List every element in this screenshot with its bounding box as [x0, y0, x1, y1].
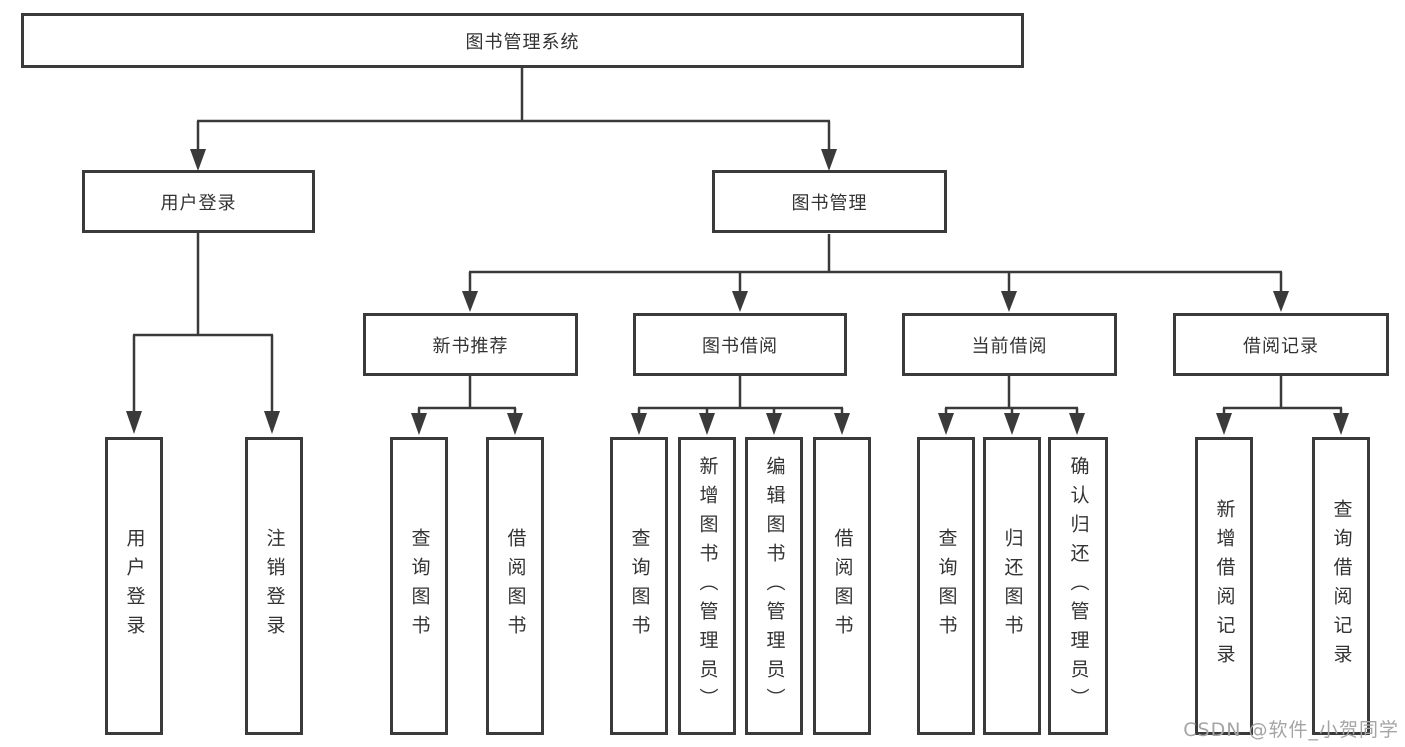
leaf-label: 查询图书 [408, 528, 431, 644]
node-label: 当前借阅 [971, 335, 1048, 357]
arrow-down-icon [834, 413, 850, 435]
node-user-login: 用户登录 [82, 170, 315, 233]
leaf-label: 查询借阅记录 [1330, 499, 1353, 673]
node-borrow-records: 借阅记录 [1173, 313, 1389, 376]
connector-line-group [132, 68, 1343, 416]
node-label: 新书推荐 [432, 335, 509, 357]
node-book-management: 图书管理 [712, 170, 947, 233]
node-current-borrow: 当前借阅 [902, 313, 1117, 376]
leaf-label: 新增借阅记录 [1213, 499, 1236, 673]
leaf-query-books-current: 查询图书 [917, 437, 975, 735]
node-library-management-system: 图书管理系统 [21, 13, 1024, 68]
arrow-down-icon [699, 413, 715, 435]
arrow-down-icon [1333, 413, 1349, 435]
leaf-label: 借阅图书 [504, 528, 527, 644]
arrow-down-icon [507, 413, 523, 435]
leaf-label: 编辑图书（管理员） [763, 455, 786, 717]
leaf-label: 用户登录 [123, 528, 146, 644]
arrow-down-icon [1001, 291, 1017, 312]
arrow-down-icon [462, 291, 478, 312]
leaf-label: 归还图书 [1001, 528, 1024, 644]
leaf-borrow-books-recommend: 借阅图书 [486, 437, 544, 735]
node-label: 借阅记录 [1243, 335, 1319, 357]
leaf-label: 查询图书 [935, 528, 958, 644]
arrow-down-icon [631, 413, 647, 435]
node-label: 图书管理 [791, 192, 868, 214]
leaf-confirm-return-admin: 确认归还（管理员） [1048, 437, 1108, 735]
leaf-user-login: 用户登录 [105, 437, 163, 735]
leaf-query-borrow-record: 查询借阅记录 [1312, 437, 1370, 735]
leaf-query-books-borrow: 查询图书 [610, 437, 668, 735]
arrow-down-icon [1273, 291, 1289, 312]
arrow-down-icon [938, 413, 954, 435]
leaf-label: 新增图书（管理员） [696, 455, 719, 717]
node-new-book-recommend: 新书推荐 [363, 313, 578, 376]
arrow-down-icon [821, 149, 837, 171]
node-label: 用户登录 [160, 192, 237, 214]
arrow-down-icon [411, 413, 427, 435]
arrow-down-icon [1069, 413, 1085, 435]
node-label: 图书管理系统 [465, 31, 580, 53]
leaf-add-book-admin: 新增图书（管理员） [678, 437, 736, 735]
leaf-query-books-recommend: 查询图书 [390, 437, 448, 735]
arrow-down-icon [126, 411, 142, 434]
node-book-borrow: 图书借阅 [633, 313, 847, 376]
arrow-down-icon [264, 411, 280, 434]
leaf-label: 借阅图书 [831, 528, 854, 644]
leaf-add-borrow-record: 新增借阅记录 [1195, 437, 1253, 735]
arrow-down-icon [732, 291, 748, 312]
leaf-edit-book-admin: 编辑图书（管理员） [745, 437, 803, 735]
leaf-return-book: 归还图书 [983, 437, 1041, 735]
arrow-down-icon [1216, 413, 1232, 435]
arrowhead-icons [126, 149, 1349, 435]
watermark: CSDN @软件_小贺同学 [1183, 719, 1399, 741]
arrow-down-icon [190, 149, 206, 171]
node-label: 图书借阅 [702, 335, 778, 357]
arrow-down-icon [1004, 413, 1020, 435]
leaf-label: 确认归还（管理员） [1067, 455, 1090, 717]
leaf-label: 查询图书 [628, 528, 651, 644]
arrow-down-icon [766, 413, 782, 435]
leaf-borrow-books: 借阅图书 [813, 437, 871, 735]
leaf-label: 注销登录 [263, 528, 286, 644]
leaf-logout: 注销登录 [245, 437, 303, 735]
